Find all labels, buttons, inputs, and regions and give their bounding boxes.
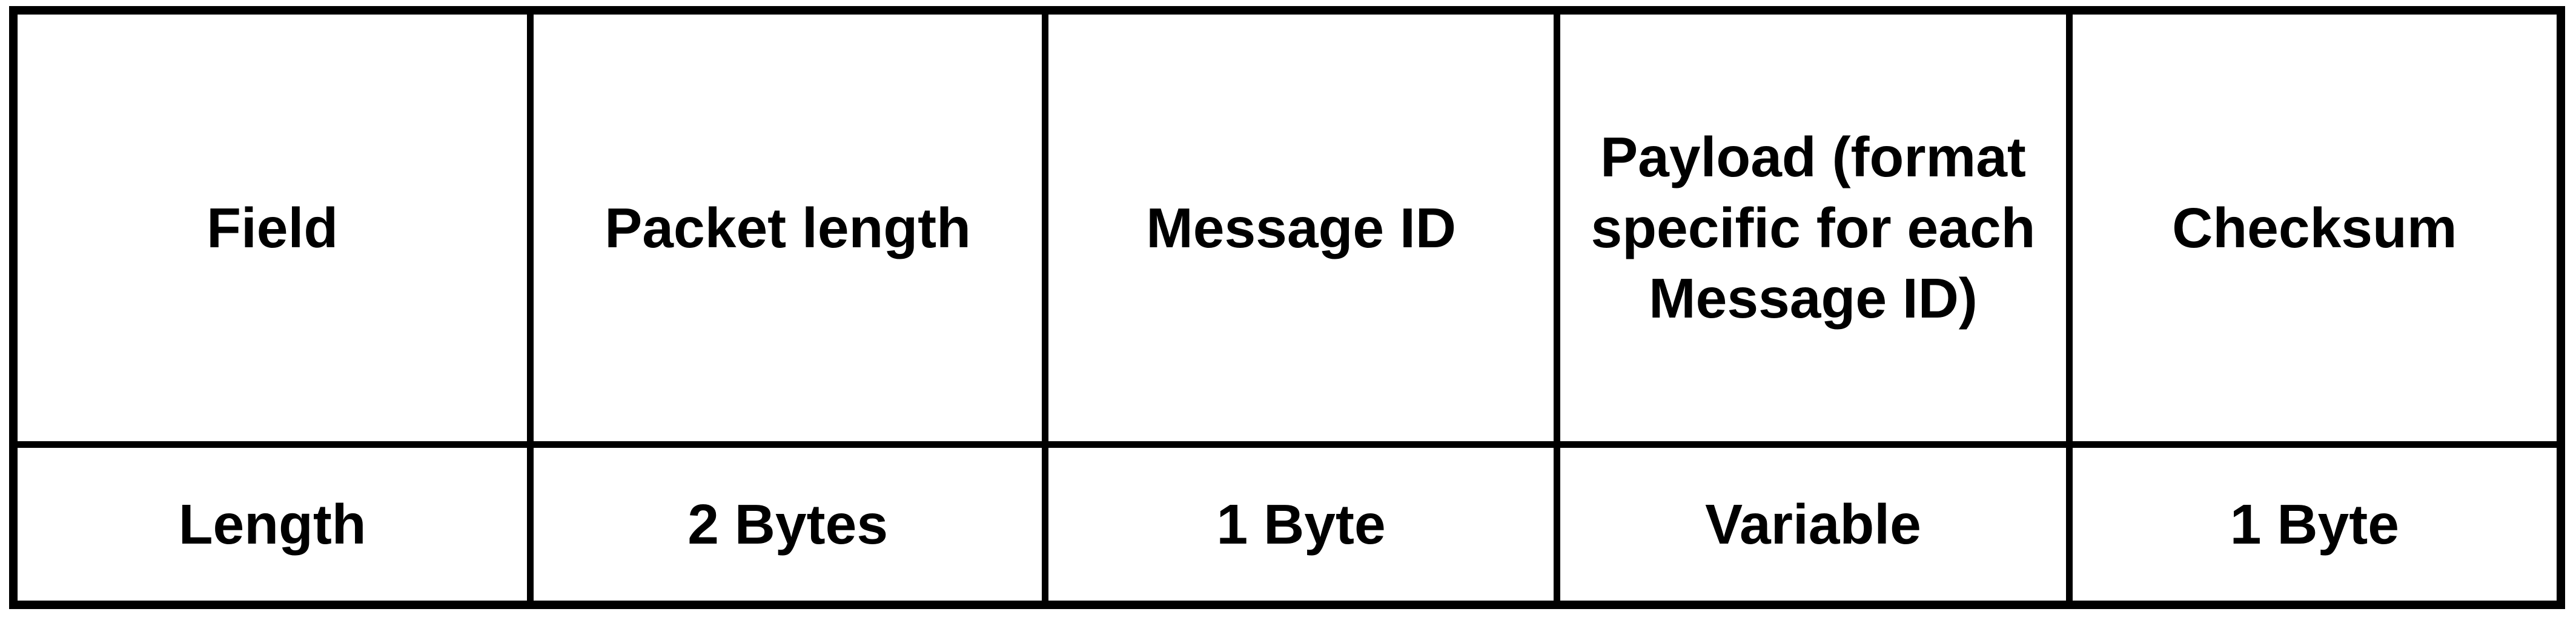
packet-format-table: Field Packet length Message ID Payload (… bbox=[9, 6, 2565, 609]
length-row-header-cell: Length bbox=[10, 441, 534, 608]
checksum-length-cell: 1 Byte bbox=[2065, 441, 2564, 608]
message-id-field-cell: Message ID bbox=[1041, 7, 1561, 448]
packet-length-field-cell: Packet length bbox=[527, 7, 1048, 448]
payload-field-cell: Payload (format specific for each Messag… bbox=[1554, 7, 2073, 448]
field-row-header-cell: Field bbox=[10, 7, 534, 448]
length-row: Length 2 Bytes 1 Byte Variable 1 Byte bbox=[10, 441, 2564, 608]
checksum-field-cell: Checksum bbox=[2065, 7, 2564, 448]
message-id-length-cell: 1 Byte bbox=[1041, 441, 1561, 608]
payload-length-cell: Variable bbox=[1554, 441, 2073, 608]
field-row: Field Packet length Message ID Payload (… bbox=[10, 7, 2564, 448]
packet-length-length-cell: 2 Bytes bbox=[527, 441, 1048, 608]
